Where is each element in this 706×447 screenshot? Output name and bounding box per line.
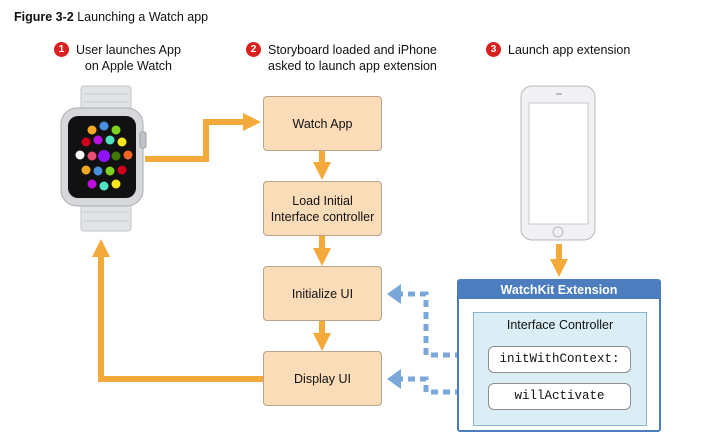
- watch-app-dot-icon: [99, 181, 109, 191]
- step-3-text: Launch app extension: [508, 43, 631, 57]
- interface-controller: Interface Controller initWithContext: wi…: [473, 312, 647, 426]
- watch-app-dot-icon: [93, 166, 103, 176]
- step-2: 2 Storyboard loaded and iPhone asked to …: [246, 42, 437, 74]
- apple-watch-icon: [60, 85, 147, 232]
- arrow-watch-to-watch-app: [145, 113, 261, 162]
- step-2-text: Storyboard loaded and iPhone asked to la…: [268, 43, 437, 73]
- step-2-badge: 2: [246, 42, 261, 57]
- watch-app-dot-icon: [99, 121, 109, 131]
- watch-app-dot-icon: [87, 179, 97, 189]
- watch-app-dot-icon: [111, 151, 121, 161]
- figure-number: Figure 3-2: [14, 10, 74, 24]
- step-3: 3 Launch app extension: [486, 42, 630, 58]
- watch-app-dot-icon: [98, 150, 110, 162]
- step-1: 1 User launches App on Apple Watch: [54, 42, 181, 74]
- watchkit-extension-title: WatchKit Extension: [459, 281, 659, 299]
- watch-app-dot-icon: [75, 150, 85, 160]
- dashed-arrow-activate-to-display: [400, 376, 486, 395]
- figure-title: Figure 3-2 Launching a Watch app: [14, 10, 208, 24]
- method-init-with-context: initWithContext:: [488, 346, 631, 373]
- watch-app-dot-icon: [117, 137, 127, 147]
- arrow-display-to-watch: [92, 239, 264, 382]
- watch-app-dot-icon: [105, 135, 115, 145]
- iphone-icon: [520, 85, 596, 241]
- initialize-ui-box: Initialize UI: [263, 266, 382, 321]
- method-will-activate: willActivate: [488, 383, 631, 410]
- watch-app-dot-icon: [81, 137, 91, 147]
- interface-controller-title: Interface Controller: [506, 318, 614, 332]
- watch-app-dot-icon: [87, 151, 97, 161]
- dashed-arrow-init-to-initialize: [400, 291, 486, 358]
- watch-app-dot-icon: [111, 179, 121, 189]
- watch-app-dot-icon: [117, 165, 127, 175]
- load-interface-controller-box: Load Initial Interface controller: [263, 181, 382, 236]
- display-ui-box: Display UI: [263, 351, 382, 406]
- figure-caption: Launching a Watch app: [77, 10, 209, 24]
- watch-app-dot-icon: [105, 166, 115, 176]
- watch-app-dot-icon: [93, 135, 103, 145]
- step-1-text: User launches App on Apple Watch: [76, 43, 181, 73]
- step-1-badge: 1: [54, 42, 69, 57]
- watch-app-box: Watch App: [263, 96, 382, 151]
- watch-app-dot-icon: [111, 125, 121, 135]
- watchkit-extension: WatchKit Extension Interface Controller …: [457, 279, 661, 432]
- step-3-badge: 3: [486, 42, 501, 57]
- watch-app-dot-icon: [81, 165, 91, 175]
- watch-app-dot-icon: [123, 150, 133, 160]
- watch-app-dot-icon: [87, 125, 97, 135]
